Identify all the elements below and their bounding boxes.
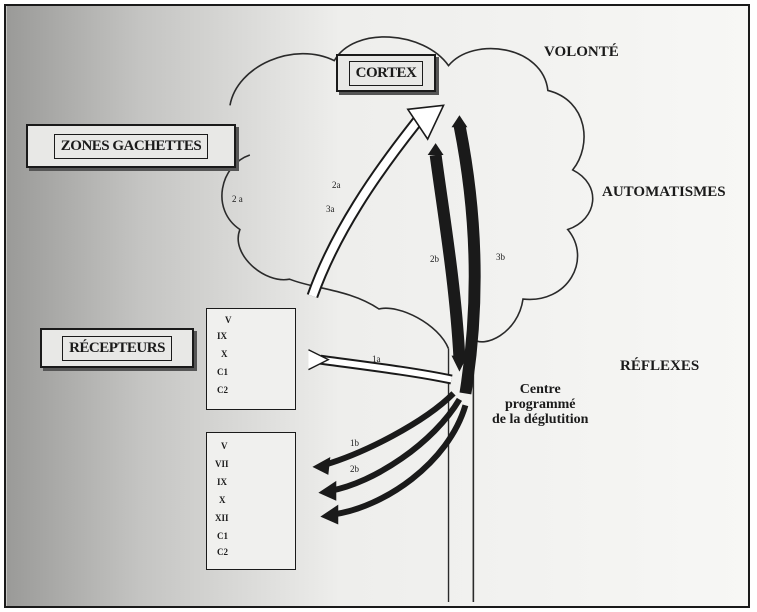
pathway-label-2b-upper: 2b bbox=[430, 254, 439, 264]
zones-gachettes-label: ZONES GACHETTES bbox=[54, 134, 208, 159]
centre-deglutition-label: Centre programmé de la déglutition bbox=[492, 382, 588, 427]
diagram-frame: CORTEX ZONES GACHETTES RÉCEPTEURS VOLONT… bbox=[4, 4, 750, 608]
pathway-label-2b-lower: 2b bbox=[350, 464, 359, 474]
afferent-nerves-box: V IX X C1 C2 bbox=[206, 308, 296, 410]
zones-gachettes-box: ZONES GACHETTES bbox=[26, 124, 236, 168]
reflexes-label: RÉFLEXES bbox=[620, 358, 699, 375]
pathway-label-3a: 3a bbox=[326, 204, 335, 214]
pathway-label-1a: 1a bbox=[372, 354, 381, 364]
afferent-nerve: IX bbox=[217, 331, 227, 341]
volonte-label: VOLONTÉ bbox=[544, 44, 619, 61]
efferent-nerve: C1 bbox=[217, 531, 228, 541]
cortex-box: CORTEX bbox=[336, 54, 436, 92]
diagram-canvas bbox=[6, 6, 748, 606]
recepteurs-label: RÉCEPTEURS bbox=[62, 336, 172, 361]
afferent-nerve: C2 bbox=[217, 385, 228, 395]
efferent-nerve: IX bbox=[217, 477, 227, 487]
cortex-label: CORTEX bbox=[349, 61, 424, 86]
afferent-nerve: X bbox=[221, 349, 228, 359]
pathway-label-3b: 3b bbox=[496, 252, 505, 262]
pathway-label-2a-left: 2 a bbox=[232, 194, 243, 204]
efferent-nerve: X bbox=[219, 495, 226, 505]
automatismes-label: AUTOMATISMES bbox=[602, 184, 726, 201]
efferent-nerve: C2 bbox=[217, 547, 228, 557]
afferent-nerve: C1 bbox=[217, 367, 228, 377]
efferent-nerve: VII bbox=[215, 459, 229, 469]
centre-line2: programmé bbox=[492, 397, 588, 412]
centre-line3: de la déglutition bbox=[492, 412, 588, 427]
efferent-nerve: V bbox=[221, 441, 228, 451]
shaded-background bbox=[6, 6, 747, 606]
centre-line1: Centre bbox=[492, 382, 588, 397]
efferent-nerves-box: V VII IX X XII C1 C2 bbox=[206, 432, 296, 570]
recepteurs-box: RÉCEPTEURS bbox=[40, 328, 194, 368]
afferent-nerve: V bbox=[225, 315, 232, 325]
efferent-nerve: XII bbox=[215, 513, 229, 523]
pathway-label-2a: 2a bbox=[332, 180, 341, 190]
pathway-label-1b: 1b bbox=[350, 438, 359, 448]
